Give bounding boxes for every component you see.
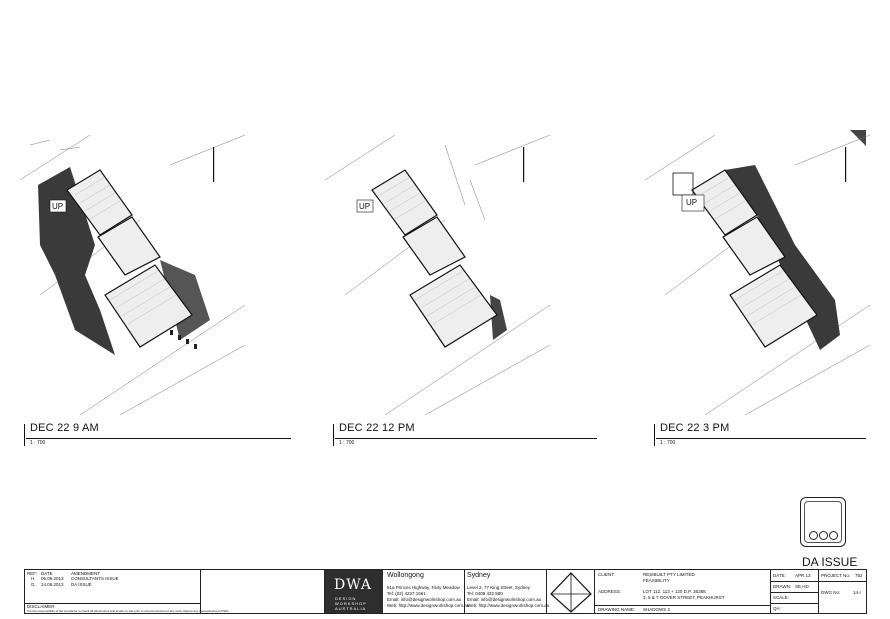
drawing-meta: DATE: APR 13 DRAWN: SE,HD SCALE: QA: [771, 570, 819, 613]
corner-mark [850, 130, 866, 146]
view-title-3pm: DEC 22 3 PM [660, 422, 730, 434]
title-block: REF: DATE AMENDMENT H. 06.06.2013 CONSUL… [24, 569, 867, 614]
up-label: UP [359, 202, 370, 211]
view-scale-9am: 1 : 700 [30, 440, 46, 446]
office-wollongong: Wollongong 81a Princes Highway, Fairy Me… [383, 570, 469, 613]
up-label: UP [52, 202, 63, 211]
shadow-plan-3pm: UP [645, 125, 870, 415]
shadow-plan-12pm: UP [325, 125, 550, 415]
up-label: UP [686, 198, 697, 207]
disclaimer-title: DISCLAIMER [27, 604, 55, 609]
office-sydney: Sydney Level 2, 77 King Street, Sydney T… [465, 570, 549, 613]
issue-status: DA ISSUE [802, 555, 858, 569]
view-title-12pm: DEC 22 12 PM [339, 422, 415, 434]
view-title-9am: DEC 22 9 AM [30, 422, 99, 434]
project-info: CLIENT: RESIBUILT PTY LIMITED FEASIBILIT… [595, 570, 771, 613]
drawing-number: PROJECT No: 752 DWG No: 14-I [819, 570, 866, 613]
view-scale-3pm: 1 : 700 [660, 440, 676, 446]
shadow-plan-9am: UP [20, 125, 245, 415]
disclaimer-text: It is the responsibility of the contract… [27, 609, 230, 613]
firm-logo: DWA DESIGN WORKSHOP AUSTRALIA [325, 570, 383, 613]
north-arrow [547, 570, 595, 613]
view-scale-12pm: 1 : 700 [339, 440, 355, 446]
accreditation-stamp [800, 497, 846, 547]
revisions-panel: REF: DATE AMENDMENT H. 06.06.2013 CONSUL… [25, 570, 230, 613]
